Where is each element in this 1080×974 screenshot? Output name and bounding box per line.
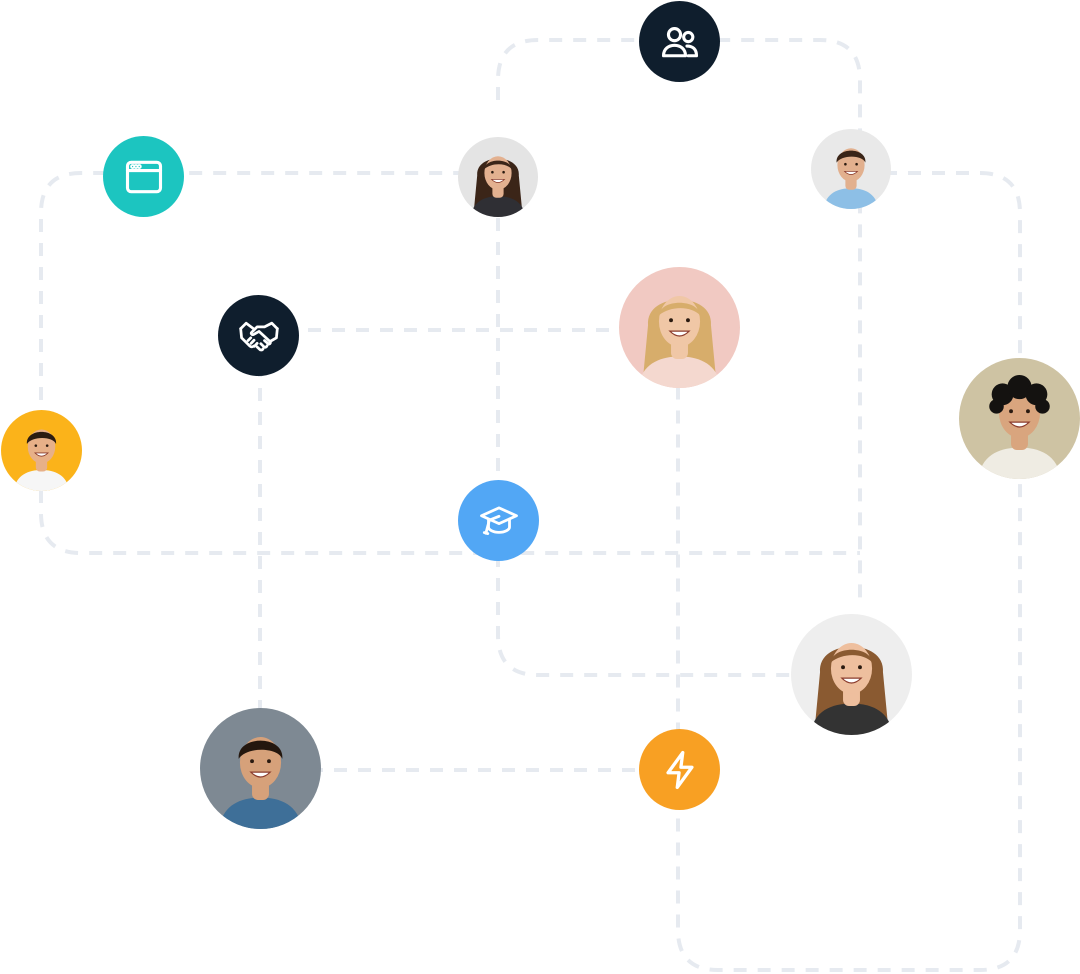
browser-window-icon <box>103 136 184 217</box>
connector-line <box>676 171 1022 972</box>
avatar-man-yellow-bg <box>1 410 82 491</box>
connector-line <box>39 171 498 400</box>
avatar-man-beard-blue-shirt <box>811 129 891 209</box>
avatar-man-denim-shirt <box>200 708 321 829</box>
team-icon <box>639 1 720 82</box>
graduation-cap-icon <box>458 480 539 561</box>
lightning-bolt-icon <box>639 729 720 810</box>
avatar-woman-brown-hair <box>791 614 912 735</box>
connector-line <box>496 170 850 677</box>
avatar-woman-blonde-pink-bg <box>619 267 740 388</box>
connector-line <box>258 340 678 772</box>
handshake-icon <box>218 295 299 376</box>
connector-line <box>39 490 860 555</box>
avatar-man-curly-hair <box>959 358 1080 479</box>
avatar-woman-dark-curly-hair <box>458 137 538 217</box>
